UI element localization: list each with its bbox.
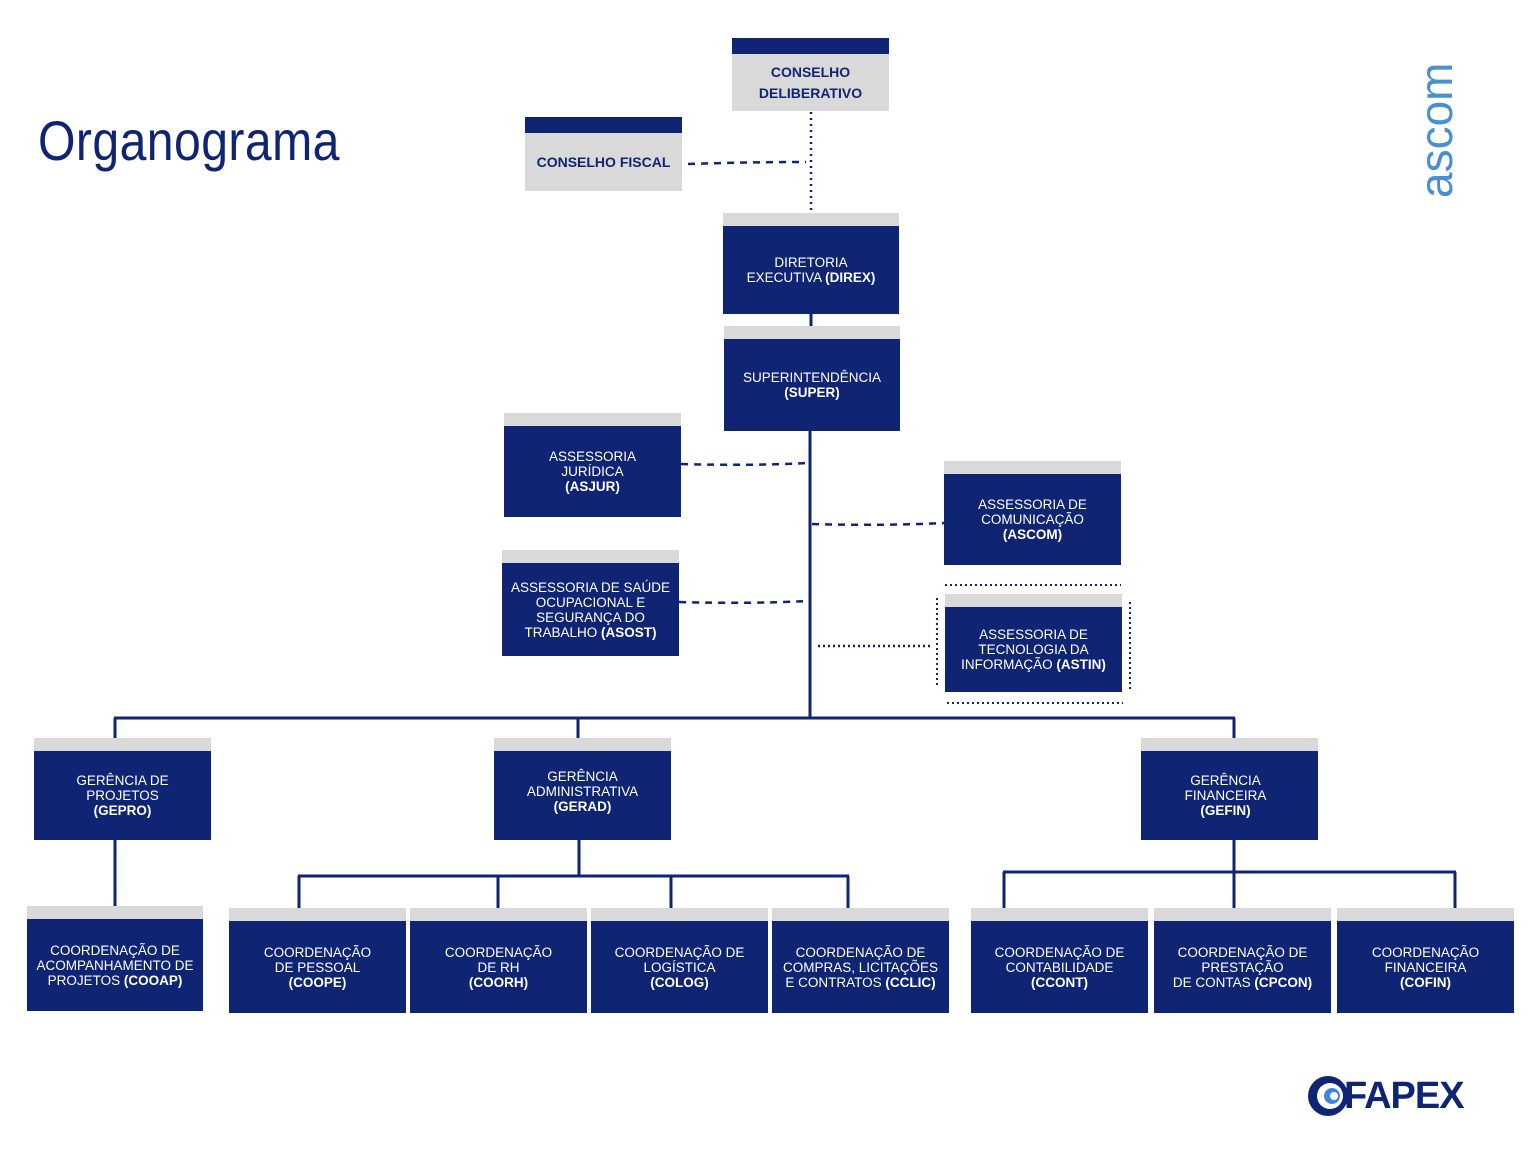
box-label-line: DELIBERATIVO <box>758 84 863 101</box>
box-label-line: ACOMPANHAMENTO DE <box>36 957 194 973</box>
box-code: (GERAD) <box>553 799 612 814</box>
box-label-line: FINANCEIRA <box>1384 959 1467 975</box>
box-label-line: CONSELHO <box>536 153 616 170</box>
box-code: (COORH) <box>468 974 529 990</box>
box-code: (COOPE) <box>288 974 347 990</box>
box-code: (COLOG) <box>650 974 709 990</box>
box-label-line: TRABALHO <box>524 624 602 640</box>
box-label-line: COORDENAÇÃO <box>263 944 372 960</box>
box-code: (DIREX) <box>825 270 876 285</box>
box-label-line: FINANCEIRA <box>1184 788 1267 803</box>
box-code: (ASTIN) <box>1056 657 1106 672</box>
box-label-line: JURÍDICA <box>561 464 624 479</box>
connector-asjur <box>680 461 809 467</box>
box-label-line: GERÊNCIA <box>1190 773 1261 788</box>
box-label-line: DE RH <box>477 959 520 975</box>
box-label-line: COORDENAÇÃO DE <box>1177 944 1308 960</box>
box-code: (CPCON) <box>1254 974 1313 990</box>
box-label-line: ASSESSORIA DE SAÚDE <box>510 579 671 595</box>
connector-asost <box>678 599 808 605</box>
box-label-line: FISCAL <box>619 153 671 170</box>
box-label-line: ADMINISTRATIVA <box>526 784 639 799</box>
box-label-line: COORDENAÇÃO <box>1371 944 1480 960</box>
box-label-line: DE PESSOAL <box>274 959 361 975</box>
connector-fiscal <box>687 160 807 166</box>
box-label-line: ASSESSORIA DE <box>978 497 1087 512</box>
box-label-line: SEGURANÇA DO <box>536 609 645 625</box>
box-code: (CCONT) <box>1031 974 1088 990</box>
box-label-line: CONTABILIDADE <box>1005 959 1114 975</box>
box-label-line: LOGÍSTICA <box>643 959 716 975</box>
box-label-line: COORDENAÇÃO <box>444 944 553 960</box>
box-label-line: E CONTRATOS <box>785 974 886 990</box>
box-label-line: PROJETOS <box>86 788 159 803</box>
page-title: Organograma <box>38 109 340 172</box>
box-code: (ASOST) <box>601 624 657 640</box>
box-label-line: DE CONTAS <box>1172 974 1255 990</box>
box-label-line: COMUNICAÇÃO <box>981 512 1084 527</box>
ascom-logo-text: ascom <box>1410 63 1460 198</box>
box-label-line: INFORMAÇÃO <box>961 657 1057 672</box>
box-label-line: COMPRAS, LICITAÇÕES <box>782 959 939 975</box>
box-code: (COOAP) <box>123 972 183 988</box>
box-conselho-fiscal: CONSELHO FISCAL <box>525 117 682 191</box>
box-label-line: DIRETORIA <box>774 255 848 270</box>
box-label-line: GERÊNCIA DE <box>76 773 169 788</box>
box-code: (SUPER) <box>784 385 840 400</box>
box-super: SUPERINTENDÊNCIA(SUPER) <box>724 326 900 431</box>
box-code: (COFIN) <box>1399 974 1451 990</box>
fapex-logo-text: FAPEX <box>1344 1075 1465 1117</box>
box-code: (GEPRO) <box>93 803 152 818</box>
box-label-line: COORDENAÇÃO DE <box>795 944 926 960</box>
box-label-line: ASSESSORIA DE <box>979 627 1088 642</box>
fapex-logo <box>1308 1076 1348 1116</box>
connector-ascom <box>811 521 945 527</box>
box-label-line: GERÊNCIA <box>547 769 618 784</box>
box-code: (ASJUR) <box>565 479 620 494</box>
box-label-line: EXECUTIVA <box>746 270 826 285</box>
box-label-line: OCUPACIONAL E <box>535 594 646 610</box>
box-code: (GEFIN) <box>1200 803 1251 818</box>
ascom-logo: ascom <box>1410 63 1460 198</box>
box-label-line: ASSESSORIA <box>548 449 637 464</box>
box-label-line: PRESTAÇÃO <box>1201 959 1284 975</box>
box-code: (ASCOM) <box>1002 527 1063 542</box>
box-label-line: CONSELHO <box>770 63 851 80</box>
box-conselho-deliberativo: CONSELHO DELIBERATIVO <box>732 38 889 111</box>
box-label-line: COORDENAÇÃO DE <box>994 944 1125 960</box>
box-label-line: COORDENAÇÃO DE <box>50 942 180 958</box>
box-label-line: PROJETOS <box>47 972 124 988</box>
box-code: (CCLIC) <box>885 974 936 990</box>
box-label-line: COORDENAÇÃO DE <box>614 944 745 960</box>
box-label-line: TECNOLOGIA DA <box>978 642 1089 657</box>
box-label-line: SUPERINTENDÊNCIA <box>742 370 882 385</box>
